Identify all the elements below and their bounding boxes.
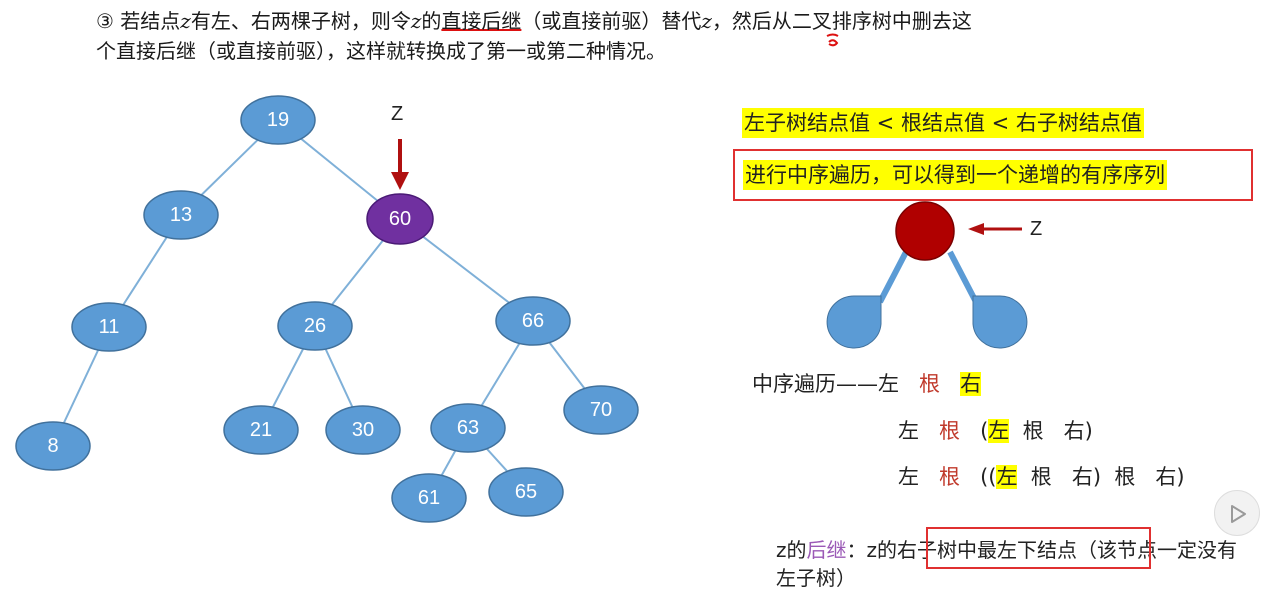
mini-z-label: Z bbox=[1030, 218, 1043, 240]
inorder-row-3: 左 根 ((左 根 右) 根 右) bbox=[898, 465, 1185, 489]
tree-node-shape bbox=[495, 296, 571, 346]
tree-node-21: 21 bbox=[223, 405, 299, 455]
red-scribble-mark bbox=[826, 33, 839, 47]
pointer-arrow bbox=[391, 139, 409, 190]
tree-node-26: 26 bbox=[277, 301, 353, 351]
tree-node-63: 63 bbox=[430, 403, 506, 453]
tree-node-shape bbox=[223, 405, 299, 455]
play-button[interactable] bbox=[1214, 490, 1260, 536]
tree-node-30: 30 bbox=[325, 405, 401, 455]
mini-left-subtree bbox=[826, 295, 882, 349]
successor-highlight-box bbox=[926, 527, 1151, 569]
tree-node-shape bbox=[71, 302, 147, 352]
tree-node-65: 65 bbox=[488, 467, 564, 517]
tree-node-60: 60 bbox=[366, 193, 434, 245]
tree-node-shape bbox=[277, 301, 353, 351]
tree-node-label: 30 bbox=[352, 419, 374, 441]
mini-tree bbox=[826, 201, 1028, 349]
mini-right-subtree bbox=[972, 295, 1028, 349]
bst-property-rule: 左子树结点值 < 根结点值 < 右子树结点值 bbox=[742, 108, 1144, 138]
tree-node-shape bbox=[391, 473, 467, 523]
tree-node-shape bbox=[15, 421, 91, 471]
inorder-row-2: 左 根 (左 根 右) bbox=[898, 419, 1093, 443]
z-pointer-label: Z bbox=[391, 103, 404, 125]
tree-node-shape bbox=[430, 403, 506, 453]
tree-node-11: 11 bbox=[71, 302, 147, 352]
successor-word: 后继 bbox=[806, 538, 847, 562]
tree-node-label: 19 bbox=[267, 109, 289, 131]
inorder-rule-text: 进行中序遍历，可以得到一个递增的有序序列 bbox=[743, 160, 1167, 190]
inorder-row-1: 中序遍历——左 根 右 bbox=[752, 372, 982, 396]
tree-node-66: 66 bbox=[495, 296, 571, 346]
underlined-direct-successor: 直接后继 bbox=[441, 9, 522, 33]
tree-node-shape bbox=[563, 385, 639, 435]
tree-node-shape bbox=[366, 193, 434, 245]
tree-node-label: 26 bbox=[304, 315, 326, 337]
tree-node-label: 21 bbox=[250, 419, 272, 441]
paragraph-line-2: 个直接后继（或直接前驱），这样就转换成了第一或第二种情况。 bbox=[96, 39, 666, 63]
inorder-rule-box: 进行中序遍历，可以得到一个递增的有序序列 bbox=[733, 149, 1253, 201]
problem-paragraph: ③ 若结点z有左、右两棵子树，则令z的直接后继（或直接前驱）替代z，然后从二叉排… bbox=[96, 6, 1196, 66]
tree-node-13: 13 bbox=[143, 190, 219, 240]
tree-node-shape bbox=[240, 95, 316, 145]
tree-node-shape bbox=[325, 405, 401, 455]
tree-node-label: 60 bbox=[389, 208, 411, 230]
tree-node-label: 11 bbox=[99, 316, 120, 338]
tree-node-label: 65 bbox=[515, 481, 537, 503]
paragraph-line-1: ③ 若结点z有左、右两棵子树，则令z的直接后继（或直接前驱）替代z，然后从二叉排… bbox=[96, 9, 972, 33]
tree-node-61: 61 bbox=[391, 473, 467, 523]
tree-node-label: 8 bbox=[47, 435, 58, 457]
play-icon bbox=[1231, 505, 1246, 523]
tree-node-label: 61 bbox=[418, 487, 440, 509]
tree-node-label: 66 bbox=[522, 310, 544, 332]
tree-node-19: 19 bbox=[240, 95, 316, 145]
tree-node-8: 8 bbox=[15, 421, 91, 471]
tree-node-label: 70 bbox=[590, 399, 612, 421]
tree-node-shape bbox=[143, 190, 219, 240]
tree-node-70: 70 bbox=[563, 385, 639, 435]
tree-node-label: 63 bbox=[457, 417, 479, 439]
mini-root-node bbox=[895, 201, 955, 261]
tree-node-shape bbox=[488, 467, 564, 517]
tree-node-label: 13 bbox=[170, 204, 192, 226]
